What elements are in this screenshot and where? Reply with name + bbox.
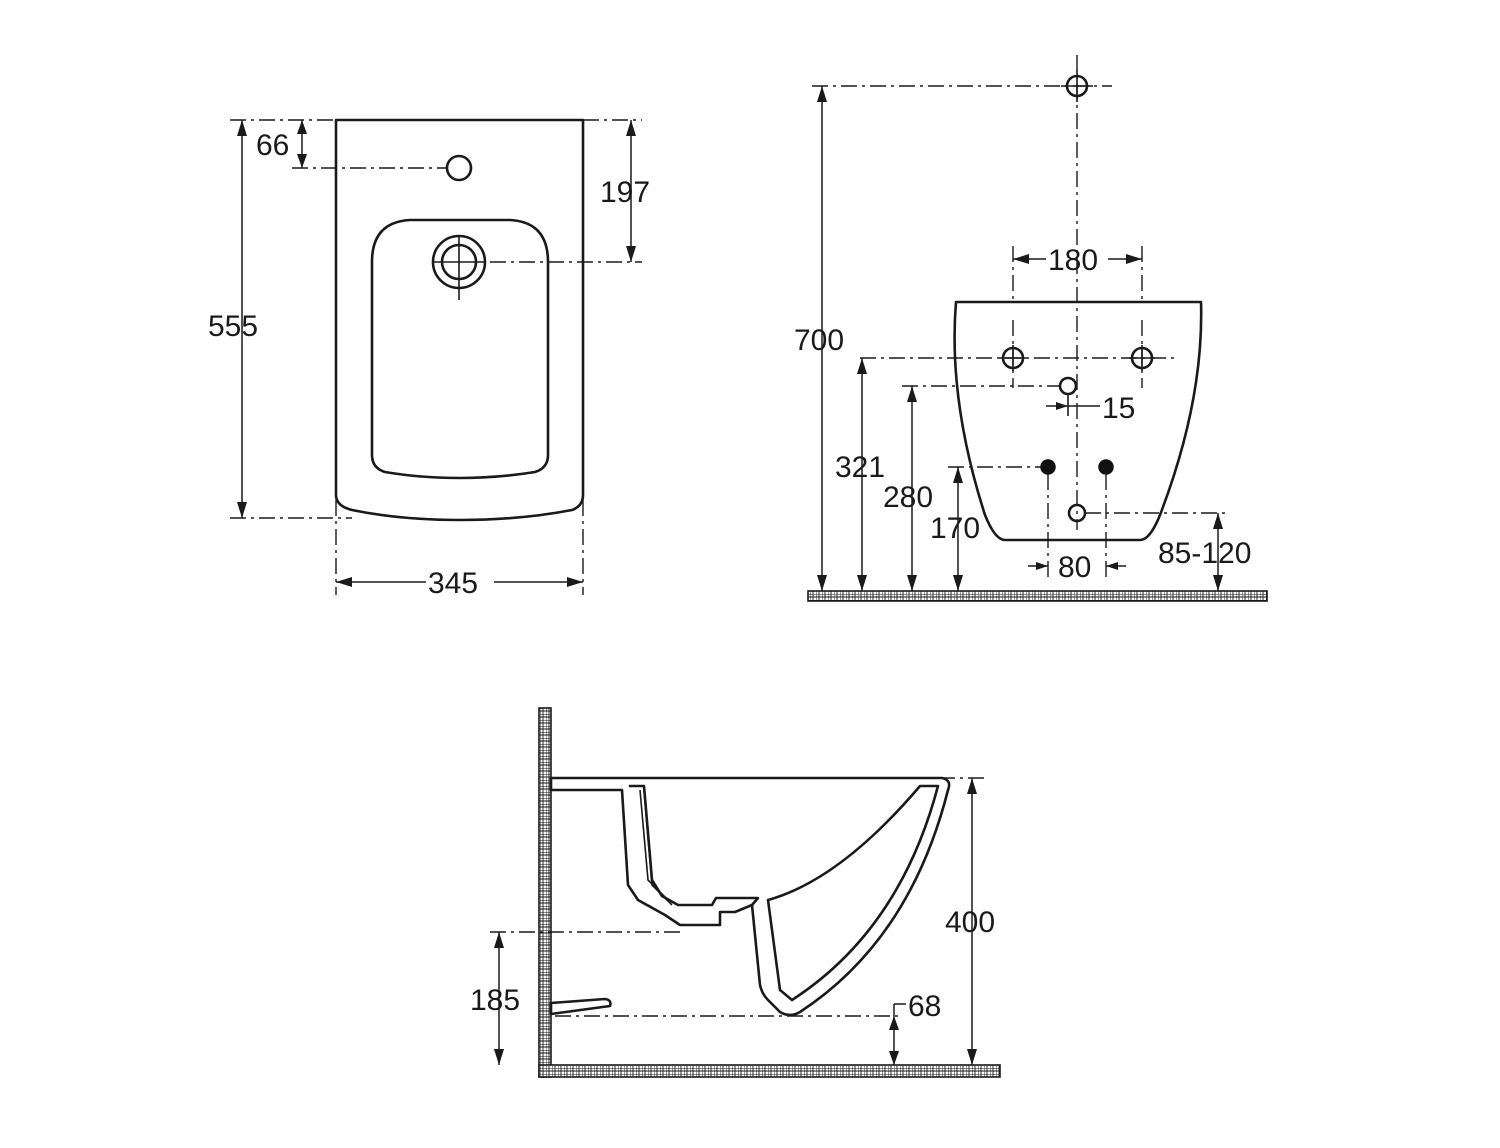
side-rim-height-label: 400 [945,906,995,939]
tap-hole-icon [445,154,473,182]
top-view-bowl [370,218,550,480]
top-width-label: 345 [428,567,478,600]
rear-lower-fixing-spacing-label: 80 [1058,551,1091,584]
top-tap-offset-label: 66 [256,129,289,162]
rear-view: 180 700 321 280 170 15 80 [794,55,1268,602]
floor-hatch [807,590,1268,602]
top-view: 555 66 197 345 [208,118,650,600]
lower-fixing-right-icon [1098,459,1114,475]
rear-supply-offset-label: 15 [1102,392,1135,425]
rear-fixing-height-label: 321 [835,451,885,484]
side-view-outline [549,776,951,1017]
rear-view-outline [953,300,1203,542]
side-view-inner [766,784,940,1002]
supply-hole-icon [1058,376,1078,396]
side-waste-height-label: 185 [470,984,520,1017]
rear-fixing-spacing-label: 180 [1048,244,1098,277]
rear-lower-fixing-height-label: 170 [930,512,980,545]
top-outlet-offset-label: 197 [600,176,650,209]
lower-fixing-left-icon [1040,459,1056,475]
waste-pipe-icon [549,997,612,1016]
top-view-outline [334,118,585,522]
side-floor-hatch [538,1064,1001,1078]
side-outlet-offset-label: 68 [908,990,941,1023]
rear-inlet-height-label: 700 [794,324,844,357]
outlet-icon [431,234,487,300]
top-depth-label: 555 [208,310,258,343]
wall-hatch [538,707,552,1078]
rear-supply-height-label: 280 [883,481,933,514]
side-view: 400 185 68 [470,707,1001,1078]
rear-waste-height-label: 85-120 [1158,537,1251,570]
